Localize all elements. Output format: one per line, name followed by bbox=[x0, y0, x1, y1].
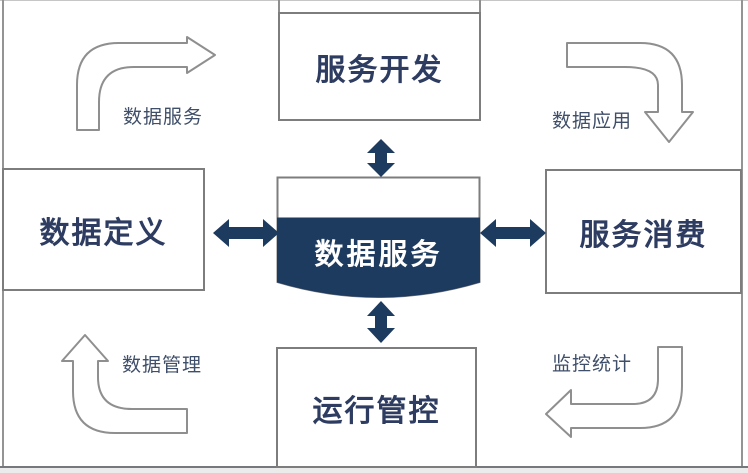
center-database-label: 数据服务 bbox=[314, 239, 443, 271]
bottom-margin-strip bbox=[0, 468, 748, 473]
double-arrow-bottom-icon bbox=[367, 301, 395, 343]
center-database-shape-icon bbox=[276, 176, 481, 298]
double-arrow-left-icon bbox=[213, 219, 279, 247]
bent-arrow-top-left-icon bbox=[76, 36, 216, 131]
box-service-development-label: 服务开发 bbox=[315, 53, 444, 87]
box-operation-control-label: 运行管控 bbox=[312, 394, 441, 428]
box-service-development: 服务开发 bbox=[278, 12, 481, 121]
bent-arrow-bottom-left-icon bbox=[61, 334, 188, 434]
frame-right-line bbox=[741, 0, 743, 468]
top-border-stub-left bbox=[278, 0, 280, 13]
box-data-definition: 数据定义 bbox=[2, 168, 205, 291]
frame-top-line bbox=[0, 0, 748, 1]
box-data-definition-label: 数据定义 bbox=[39, 216, 168, 250]
bent-arrow-top-right-icon bbox=[566, 42, 694, 143]
box-service-consumption-label: 服务消费 bbox=[579, 218, 708, 252]
top-border-stub-right bbox=[479, 0, 481, 13]
box-service-consumption: 服务消费 bbox=[545, 169, 742, 294]
double-arrow-right-icon bbox=[480, 219, 546, 247]
box-operation-control: 运行管控 bbox=[276, 347, 477, 468]
flow-label-data-management: 数据管理 bbox=[121, 355, 202, 376]
flow-label-data-application: 数据应用 bbox=[551, 111, 632, 132]
flow-label-monitoring-statistics: 监控统计 bbox=[551, 354, 632, 375]
double-arrow-top-icon bbox=[367, 139, 395, 177]
bent-arrow-bottom-right-icon bbox=[545, 346, 683, 438]
flow-label-data-service: 数据服务 bbox=[122, 107, 203, 128]
